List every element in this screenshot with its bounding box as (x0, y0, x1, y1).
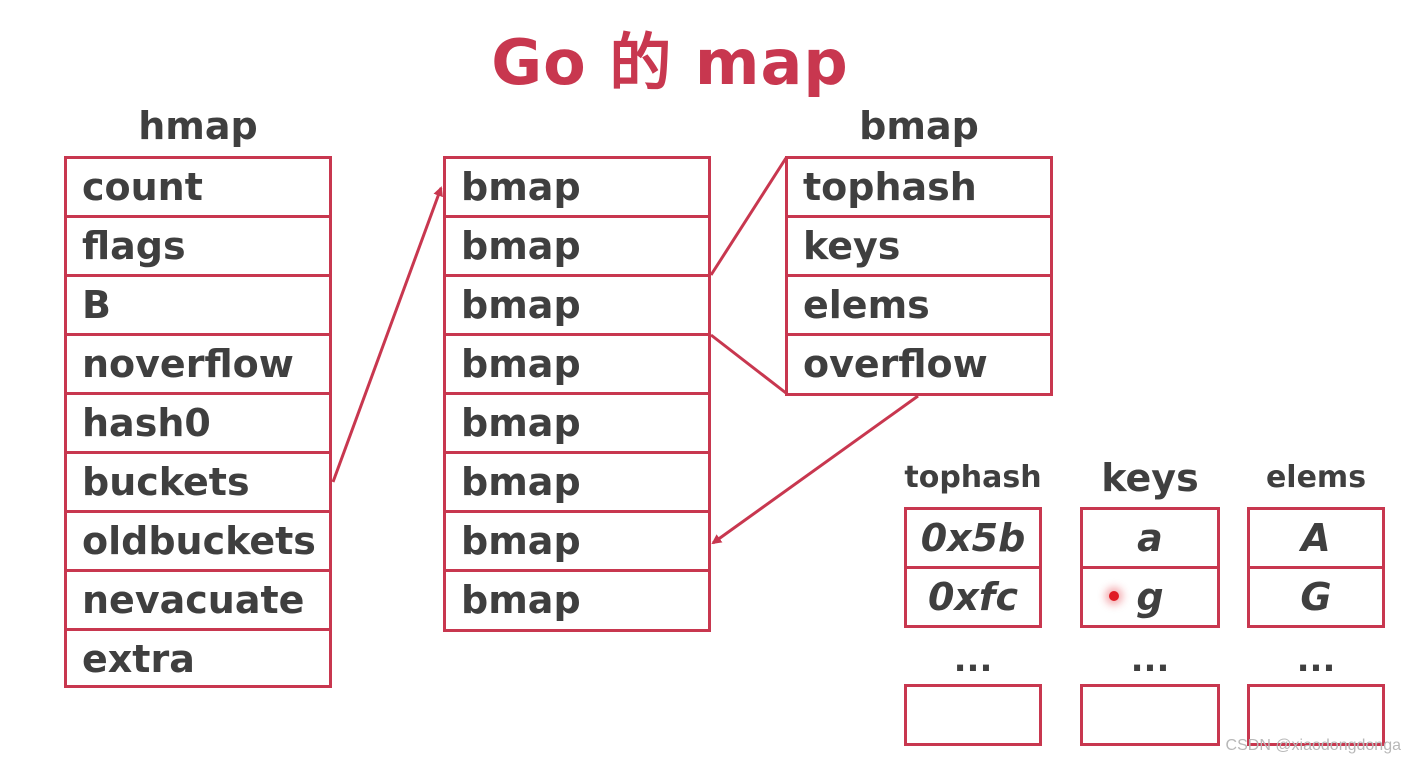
elems-empty-cell (1247, 684, 1385, 746)
bmap-field-tophash: tophash (788, 159, 1050, 218)
hmap-field-buckets: buckets (67, 454, 329, 513)
hmap-field-flags: flags (67, 218, 329, 277)
tophash-value: 0xfc (927, 575, 1018, 619)
elem-value: G (1300, 575, 1332, 619)
elems-ellipsis: ... (1296, 640, 1336, 680)
key-value (1083, 687, 1217, 746)
keys-empty-cell (1080, 684, 1220, 746)
bmap-table: tophash keys elems overflow (785, 156, 1053, 396)
bucket-cell: bmap (461, 578, 581, 622)
hmap-field-oldbuckets: oldbuckets (67, 513, 329, 572)
buckets-array-table: bmap bmap bmap bmap bmap bmap bmap bmap (443, 156, 711, 632)
bucket-cell: bmap (446, 336, 708, 395)
bucket-cell: bmap (446, 218, 708, 277)
watermark: CSDN @xiaodongdonga (1225, 737, 1401, 754)
hmap-table: count flags B noverflow hash0 buckets ol… (64, 156, 332, 688)
elems-heading: elems (1265, 460, 1367, 495)
bmap-zoom-line-bottom (710, 333, 787, 395)
bucket-cell: bmap (446, 513, 708, 572)
tophash-empty-cell (904, 684, 1042, 746)
hmap-field-nevacuate: nevacuate (67, 572, 329, 631)
bucket-cell: bmap (446, 277, 708, 336)
tophash-ellipsis: ... (953, 640, 993, 680)
elem-value: A (1250, 510, 1382, 569)
pointer-highlight-icon (1109, 591, 1119, 601)
key-value: a (1083, 510, 1217, 569)
hmap-field-extra: extra (82, 637, 195, 681)
bmap-field-keys: keys (788, 218, 1050, 277)
hmap-field-count: count (67, 159, 329, 218)
tophash-heading: tophash (904, 460, 1042, 495)
bucket-cell: bmap (446, 395, 708, 454)
bmap-zoom-line-top (709, 157, 788, 276)
tophash-value (907, 687, 1039, 746)
bmap-field-overflow: overflow (803, 342, 988, 386)
diagram-title: Go 的 map (491, 26, 849, 99)
hmap-heading: hmap (138, 104, 258, 148)
bmap-heading: bmap (859, 104, 979, 148)
bucket-cell: bmap (446, 159, 708, 218)
overflow-pointer-arrow (711, 394, 919, 545)
tophash-table: 0x5b 0xfc (904, 507, 1042, 628)
hmap-field-noverflow: noverflow (67, 336, 329, 395)
hmap-field-b: B (67, 277, 329, 336)
bucket-cell: bmap (446, 454, 708, 513)
keys-heading: keys (1101, 456, 1199, 500)
key-value: g (1136, 575, 1164, 619)
buckets-pointer-arrow (331, 186, 443, 483)
tophash-value: 0x5b (907, 510, 1039, 569)
keys-table: a g (1080, 507, 1220, 628)
keys-ellipsis: ... (1130, 640, 1170, 680)
elems-table: A G (1247, 507, 1385, 628)
hmap-field-hash0: hash0 (67, 395, 329, 454)
bmap-field-elems: elems (788, 277, 1050, 336)
